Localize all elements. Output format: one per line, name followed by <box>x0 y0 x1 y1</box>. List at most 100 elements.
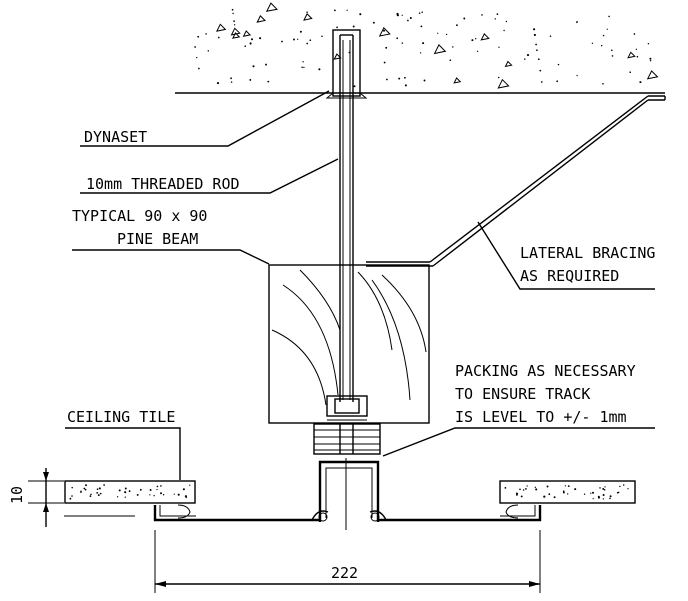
hatch-dot <box>452 46 454 48</box>
hatch-dot <box>216 82 220 85</box>
hatch-aggregate <box>230 27 241 36</box>
hatch-dot <box>419 52 422 54</box>
hatch-dot <box>475 38 477 40</box>
hatch-dot <box>603 489 606 491</box>
ceiling-tile-leader <box>65 427 181 480</box>
hatch-dot <box>629 71 632 74</box>
hatch-dot <box>535 43 537 46</box>
hatch-dot <box>198 67 200 70</box>
hatch-dot <box>649 60 652 62</box>
hatch-dot <box>633 33 636 35</box>
hatch-dot <box>217 36 220 39</box>
ceiling-tile-right <box>499 480 636 504</box>
grid-track-profile <box>153 504 542 522</box>
hatch-dot <box>602 83 604 85</box>
bracing-label-line1: LATERAL BRACING <box>520 244 655 262</box>
hatch-dot <box>611 55 614 57</box>
hatch-dot <box>396 37 399 40</box>
hatch-dot <box>265 63 267 66</box>
hatch-dot <box>505 20 508 23</box>
hatch-dot <box>540 81 543 83</box>
hatch-dot <box>103 484 105 486</box>
hatch-dot <box>306 42 309 45</box>
hatch-dot <box>184 495 187 498</box>
hatch-dot <box>553 496 556 499</box>
hatch-aggregate <box>256 15 267 23</box>
hatch-dot <box>98 487 101 490</box>
hatch-dot <box>71 495 73 497</box>
bracing-leader <box>477 221 655 290</box>
hatch-dot <box>576 74 578 77</box>
hatch-dot <box>99 492 102 495</box>
hatch-dot <box>574 488 577 491</box>
hatch-dot <box>520 495 523 498</box>
dynaset-anchor <box>325 29 368 99</box>
hatch-dot <box>481 14 483 16</box>
hatch-dot <box>83 487 86 490</box>
hatch-dot <box>562 491 565 494</box>
hatch-dot <box>249 42 252 45</box>
hatch-dot <box>401 14 403 16</box>
hatch-dot <box>526 485 528 487</box>
hatch-aggregate <box>265 2 279 12</box>
dynaset-label: DYNASET <box>84 128 147 146</box>
dynaset-leader <box>80 90 330 147</box>
hatch-dot <box>449 59 452 61</box>
hatch-dot <box>353 85 356 88</box>
leader-lines <box>65 90 655 480</box>
hatch-dot <box>173 493 175 495</box>
hatch-dot <box>233 20 235 22</box>
hatch-dot <box>96 491 99 494</box>
hatch-aggregate <box>480 33 490 41</box>
hatch-dot <box>297 38 299 40</box>
hatch-dot <box>162 494 165 496</box>
hatch-dot <box>602 498 605 500</box>
hatch-dot <box>156 485 159 488</box>
hatch-dot <box>476 50 479 52</box>
hatch-dot <box>522 489 525 491</box>
hatch-dot <box>185 496 187 499</box>
hatch-dot <box>404 76 406 79</box>
threaded-rod-leader <box>80 158 339 194</box>
hatch-dot <box>386 78 388 81</box>
hatch-dot <box>90 493 92 496</box>
hatch-dot <box>636 55 639 58</box>
hatch-dot <box>149 494 151 496</box>
packing-leader <box>382 427 655 457</box>
hatch-dot <box>244 45 247 48</box>
hatch-dot <box>537 58 540 61</box>
hatch-dot <box>124 491 127 494</box>
hatch-aggregate <box>433 44 447 55</box>
hatch-dot <box>303 66 305 69</box>
hatch-dot <box>267 80 270 83</box>
hatch-dot <box>160 492 162 495</box>
hatch-dot <box>293 38 295 41</box>
hatch-dot <box>471 39 474 42</box>
hatch-dot <box>609 495 612 498</box>
hatch-dot <box>385 46 388 49</box>
hatch-dot <box>463 17 466 20</box>
hatch-dot <box>80 491 82 493</box>
hatch-dot <box>418 12 421 14</box>
hatch-dot <box>576 21 578 24</box>
hatch-dot <box>231 8 234 11</box>
hatch-dot <box>372 21 375 24</box>
hatch-dot <box>421 11 423 13</box>
hatch-dot <box>422 42 425 45</box>
hatch-dot <box>89 495 92 497</box>
hatch-dot <box>602 487 605 490</box>
hatch-dot <box>533 28 536 31</box>
hatch-dot <box>546 485 549 488</box>
hatch-dot <box>610 49 613 52</box>
hatch-dot <box>149 489 152 491</box>
hatch-dot <box>398 77 401 80</box>
hatch-aggregate <box>627 51 636 59</box>
hatch-dot <box>396 12 399 16</box>
hatch-dot <box>383 29 385 32</box>
hatch-dot <box>602 34 605 37</box>
threaded-rod <box>339 34 354 402</box>
hatch-dot <box>548 493 551 496</box>
hatch-dot <box>526 54 530 57</box>
hatch-dot <box>302 61 304 63</box>
